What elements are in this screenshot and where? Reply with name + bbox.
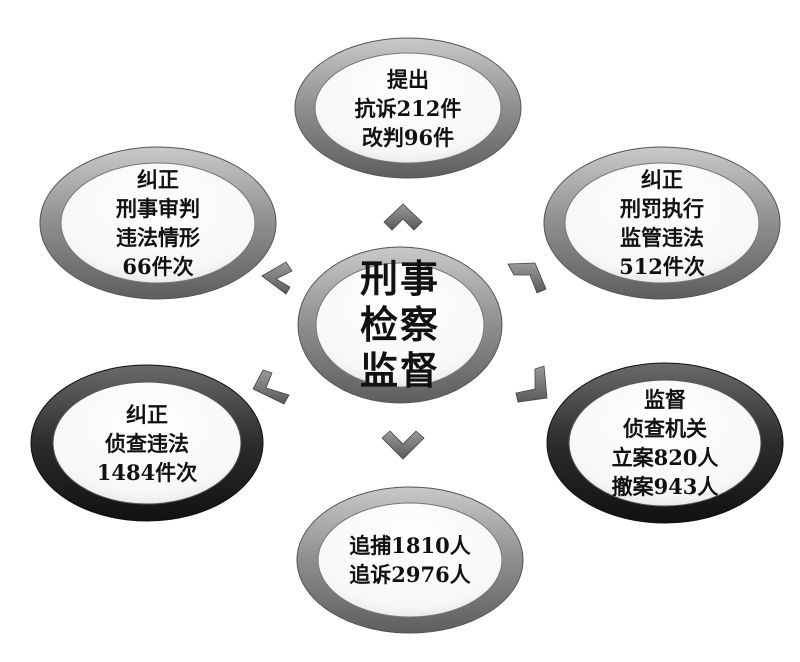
node-line: 纠正: [641, 167, 683, 192]
arrow-down-icon: [381, 430, 425, 460]
lower-right-node-label: 监督 侦查机关 立案820人 撤案943人: [565, 385, 765, 501]
top-ring: [294, 37, 522, 179]
center-line: 刑事: [359, 256, 440, 301]
node-line: 刑罚执行: [620, 196, 704, 221]
node-line: 抗诉212件: [354, 95, 462, 121]
node-line: 侦查机关: [623, 416, 707, 441]
arrow-upper-right-icon: [507, 262, 547, 294]
node-line: 监管违法: [620, 225, 704, 250]
center-line: 监督: [359, 348, 440, 393]
upper-left-ring: [39, 146, 277, 300]
center-ring: [297, 246, 503, 404]
lower-left-node-label: 纠正 侦查违法 1484件次: [47, 399, 247, 487]
arrow-lower-right-icon: [515, 365, 548, 403]
node-line: 改判96件: [361, 124, 455, 150]
upper-right-ring: [543, 146, 781, 300]
center-label: 刑事 检察 监督: [300, 255, 500, 395]
arrow-upper-left-icon: [261, 261, 293, 295]
node-line: 追捕1810人: [349, 533, 471, 558]
lower-right-ring: [546, 362, 784, 524]
node-line: 立案820人: [611, 445, 719, 470]
lower-left-ring: [30, 364, 264, 522]
upper-right-node-label: 纠正 刑罚执行 监管违法 512件次: [562, 165, 762, 281]
top-node-label: 提出 抗诉212件 改判96件: [308, 64, 508, 152]
bottom-node-label: 追捕1810人 追诉2976人: [310, 530, 510, 590]
node-line: 纠正: [137, 167, 179, 192]
node-line: 66件次: [122, 254, 194, 279]
center-line: 检察: [359, 302, 440, 347]
node-line: 追诉2976人: [349, 562, 471, 587]
node-line: 1484件次: [96, 459, 198, 485]
node-line: 纠正: [126, 401, 168, 427]
node-line: 512件次: [619, 254, 705, 279]
arrow-lower-left-icon: [252, 369, 290, 405]
arrow-up-icon: [383, 203, 423, 231]
node-line: 违法情形: [116, 225, 200, 250]
node-line: 撤案943人: [611, 474, 719, 499]
node-line: 提出: [387, 66, 429, 92]
node-line: 监督: [644, 387, 686, 412]
bottom-ring: [296, 486, 524, 634]
upper-left-node-label: 纠正 刑事审判 违法情形 66件次: [58, 165, 258, 281]
node-line: 侦查违法: [105, 430, 189, 456]
node-line: 刑事审判: [116, 196, 200, 221]
